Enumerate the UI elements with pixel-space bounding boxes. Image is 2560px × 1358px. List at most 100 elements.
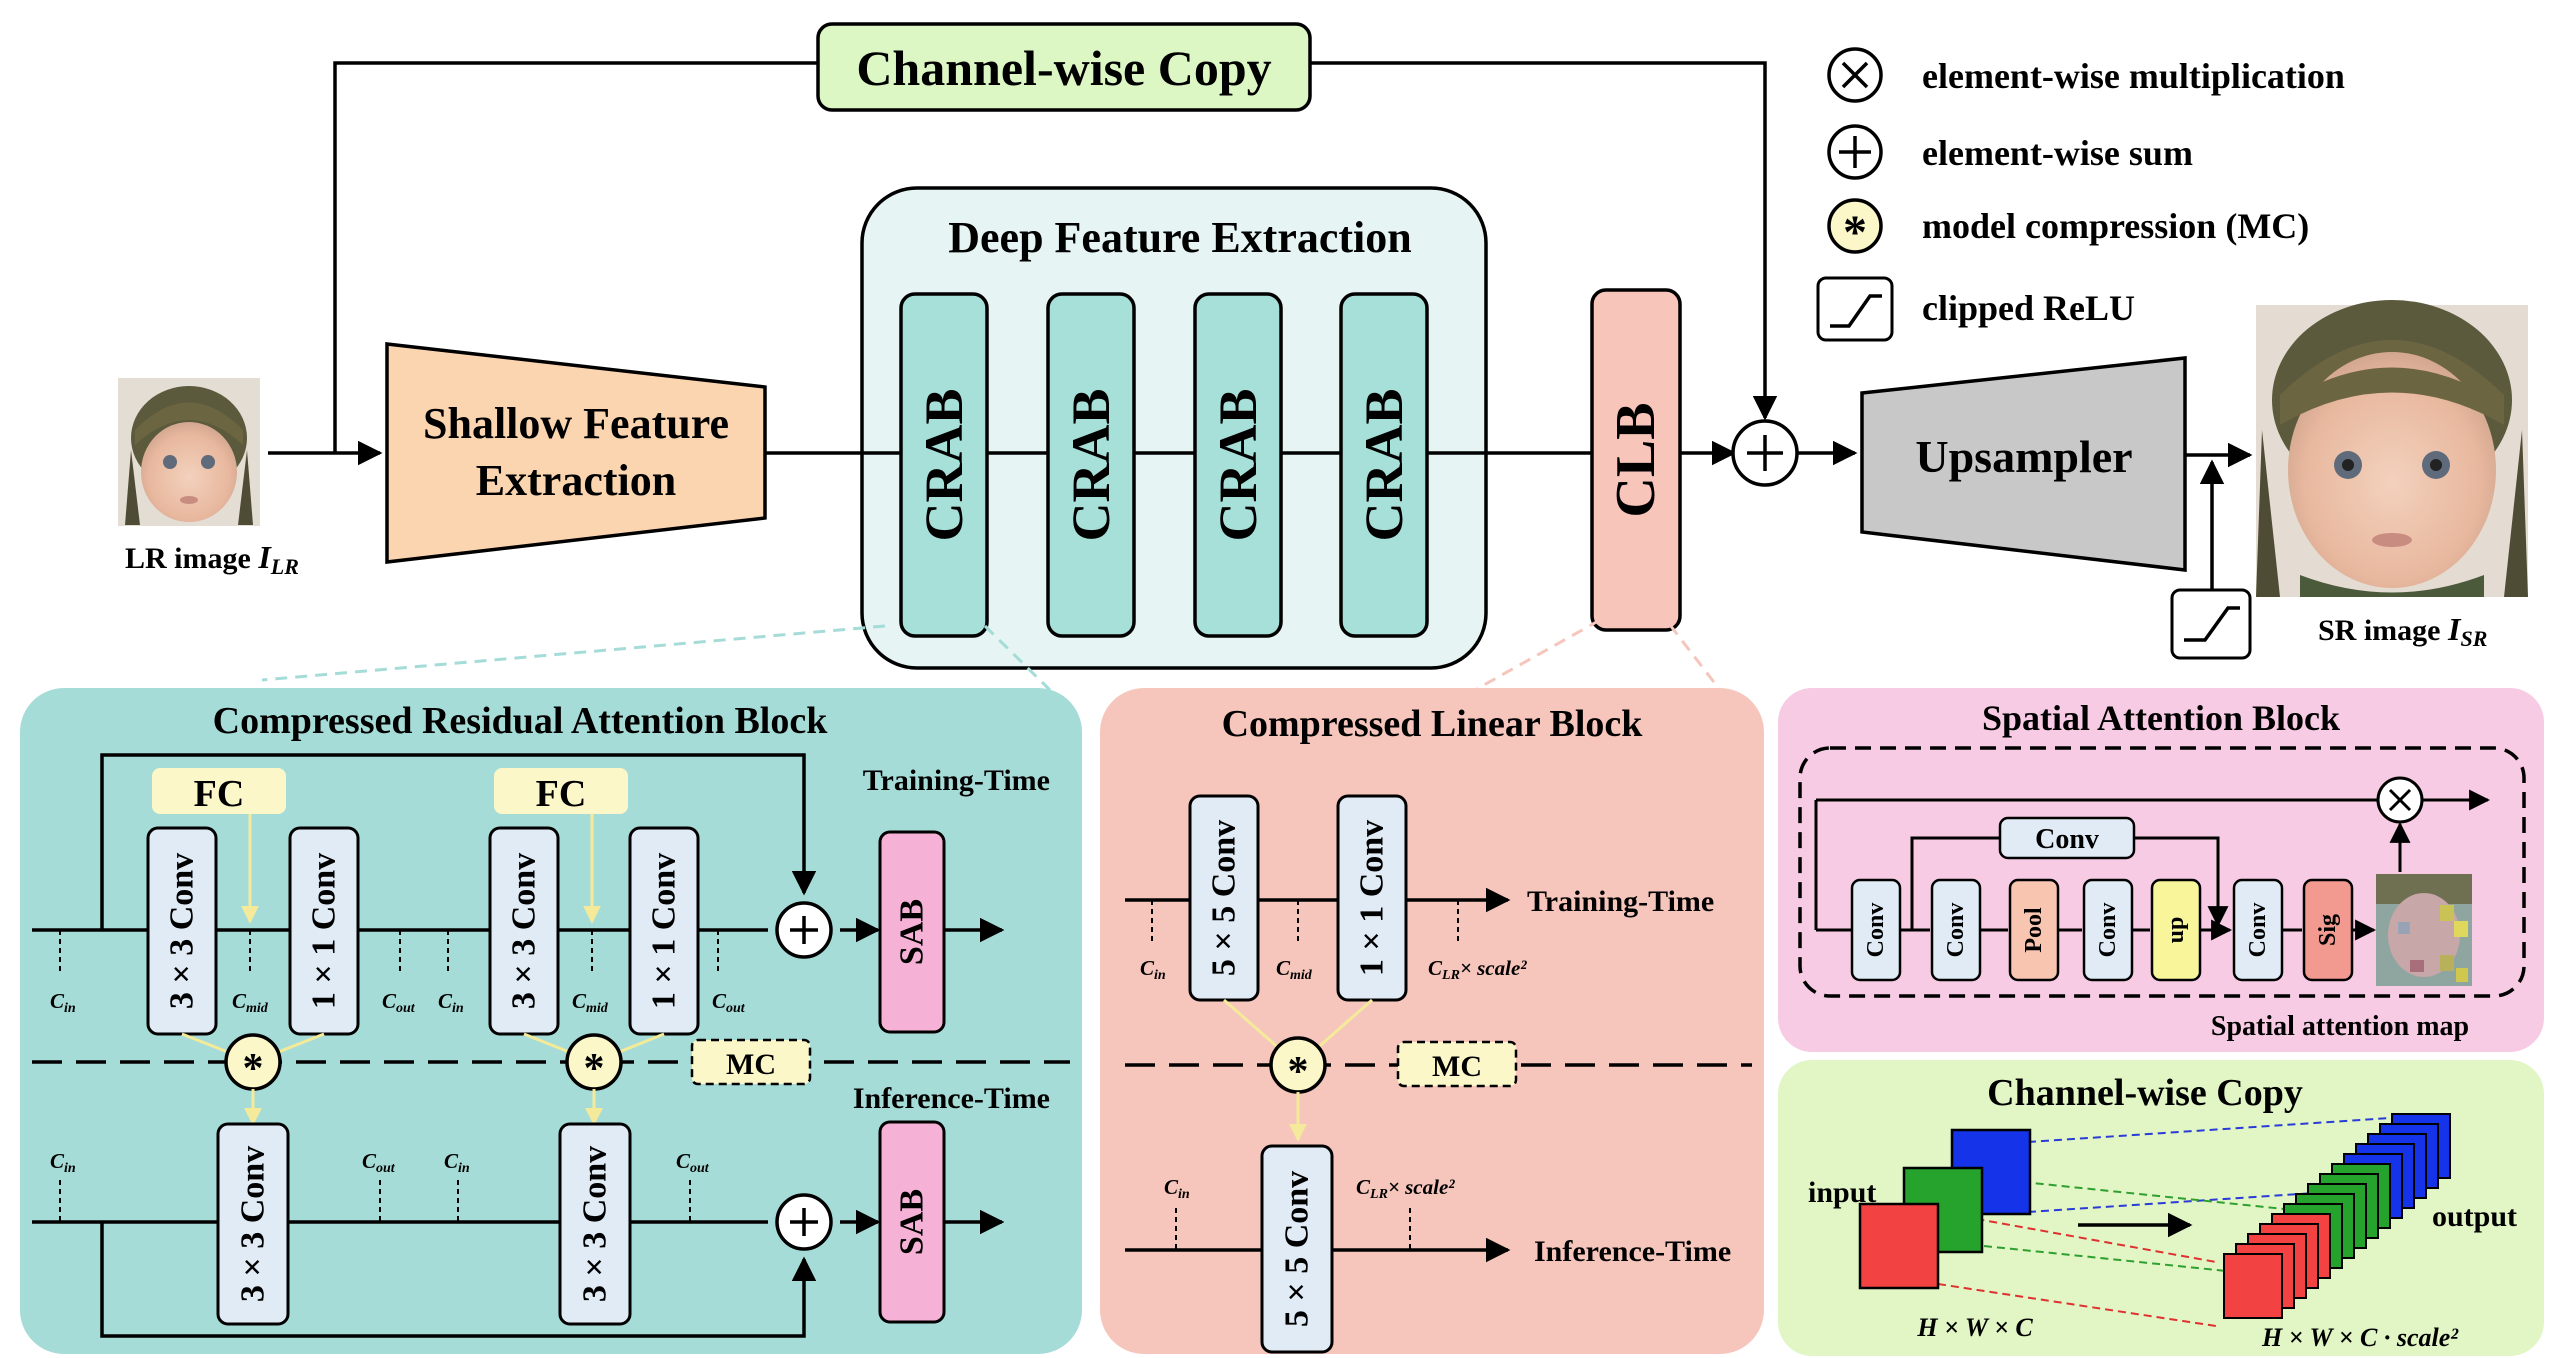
svg-text:3 × 3 Conv: 3 × 3 Conv [235,1146,272,1302]
conv3-box: 3 × 3 Conv [216,1122,290,1326]
svg-text:1 × 1 Conv: 1 × 1 Conv [1354,820,1391,976]
svg-text:*: * [584,1046,605,1092]
clb-panel-title: Compressed Linear Block [1222,703,1644,745]
svg-text:CRAB: CRAB [1208,388,1268,541]
training-label: Training-Time [863,764,1050,797]
svg-text:MC: MC [1432,1050,1482,1083]
svg-text:*: * [1843,206,1867,259]
input-dim: H × W × C [1916,1313,2033,1342]
channel-copy-label: Channel-wise Copy [856,40,1271,96]
clipped-relu-icon [2170,588,2252,660]
deep-title: Deep Feature Extraction [948,213,1412,262]
svg-text:Cin: Cin [1140,956,1166,983]
deep-feature-extraction: Deep Feature Extraction [860,186,1488,670]
svg-text:CRAB: CRAB [914,388,974,541]
svg-text:Cmid: Cmid [1276,956,1313,983]
crab-panel: Compressed Residual Attention Block FC F… [20,688,1082,1354]
svg-text:Cin: Cin [50,989,76,1016]
svg-text:Cmid: Cmid [572,989,609,1016]
legend-mult: element-wise multiplication [1922,56,2345,96]
svg-text:Conv: Conv [2095,903,2121,958]
sr-image [2256,300,2528,597]
mc-node: * [565,1033,623,1092]
svg-text:Extraction: Extraction [476,456,676,505]
lr-image-label: LR image ILR [125,539,299,579]
svg-text:FC: FC [536,773,587,815]
clipped-relu-icon [1816,276,1894,342]
svg-text:Cin: Cin [50,1149,76,1176]
attention-map-label: Spatial attention map [2211,1011,2469,1042]
mc-node: * [224,1033,282,1092]
svg-text:CLR× scale²: CLR× scale² [1356,1175,1455,1202]
channel-copy-box: Channel-wise Copy [816,22,1312,112]
sab-box: SAB [878,1120,946,1324]
mc-tag: MC [690,1038,812,1086]
svg-text:3 × 3 Conv: 3 × 3 Conv [506,853,543,1009]
svg-text:FC: FC [194,773,245,815]
svg-text:Pool: Pool [2021,907,2047,953]
legend-relu: clipped ReLU [1922,288,2135,328]
cwc-panel-title: Channel-wise Copy [1987,1072,2303,1114]
upsampler: Upsampler [1860,356,2187,572]
svg-text:*: * [243,1046,264,1092]
svg-text:CLB: CLB [1605,402,1667,517]
fc-box: FC [494,768,628,815]
svg-text:1 × 1 Conv: 1 × 1 Conv [306,853,343,1009]
sum-node [775,1193,833,1251]
svg-text:CRAB: CRAB [1354,388,1414,541]
multiply-icon [1827,47,1883,103]
svg-text:MC: MC [726,1048,776,1081]
svg-text:Cin: Cin [438,989,464,1016]
svg-text:Sig: Sig [2315,914,2341,946]
svg-text:*: * [1288,1049,1309,1095]
svg-text:SAB: SAB [894,1189,931,1255]
svg-text:Upsampler: Upsampler [1915,431,2132,482]
pool-box: Pool [2008,878,2060,982]
crab-block: CRAB [899,292,989,638]
output-label: output [2432,1200,2517,1233]
legend: element-wise multiplication element-wise… [1816,47,2345,342]
svg-text:Conv: Conv [2035,824,2099,855]
conv-box: Conv [1930,878,1982,982]
svg-text:Cout: Cout [362,1149,396,1176]
shallow-feature-extraction: Shallow Feature Extraction [385,342,767,564]
conv-box: Conv [2232,878,2284,982]
conv3-box: 3 × 3 Conv [558,1122,632,1326]
conv-box: Conv [1998,816,2136,860]
conv-box: Conv [1850,878,1902,982]
svg-text:Cmid: Cmid [232,989,269,1016]
svg-text:Cin: Cin [1164,1175,1190,1202]
output-dim: H × W × C · scale² [2261,1323,2459,1352]
svg-text:Conv: Conv [2245,903,2271,958]
svg-text:up: up [2163,917,2189,944]
sum-node [775,901,833,959]
lr-image [118,378,260,526]
inference-label: Inference-Time [1534,1235,1731,1268]
cwc-panel: Channel-wise Copy input H × W × C output… [1778,1060,2544,1356]
conv1-box: 1 × 1 Conv [288,826,360,1036]
svg-text:3 × 3 Conv: 3 × 3 Conv [577,1146,614,1302]
inference-label: Inference-Time [853,1082,1050,1115]
crab-block: CRAB [1193,292,1283,638]
legend-mc: model compression (MC) [1922,206,2309,246]
svg-text:CRAB: CRAB [1061,388,1121,541]
training-label: Training-Time [1527,885,1714,918]
svg-text:3 × 3 Conv: 3 × 3 Conv [164,853,201,1009]
svg-text:Cout: Cout [712,989,746,1016]
svg-text:CLR× scale²: CLR× scale² [1428,956,1527,983]
sab-panel-title: Spatial Attention Block [1982,698,2340,738]
legend-sum: element-wise sum [1922,133,2193,173]
svg-text:Shallow Feature: Shallow Feature [423,399,729,448]
plus-icon [1827,124,1883,180]
sab-box: SAB [878,830,946,1034]
svg-text:Cout: Cout [382,989,416,1016]
conv5-box: 5 × 5 Conv [1188,794,1260,1002]
up-box: up [2150,878,2202,982]
conv-box: Conv [2082,878,2134,982]
conv1-box: 1 × 1 Conv [1336,794,1408,1002]
svg-text:5 × 5 Conv: 5 × 5 Conv [1206,820,1243,976]
sum-node [1731,419,1799,487]
mc-tag: MC [1396,1040,1518,1088]
svg-text:SAB: SAB [894,899,931,965]
